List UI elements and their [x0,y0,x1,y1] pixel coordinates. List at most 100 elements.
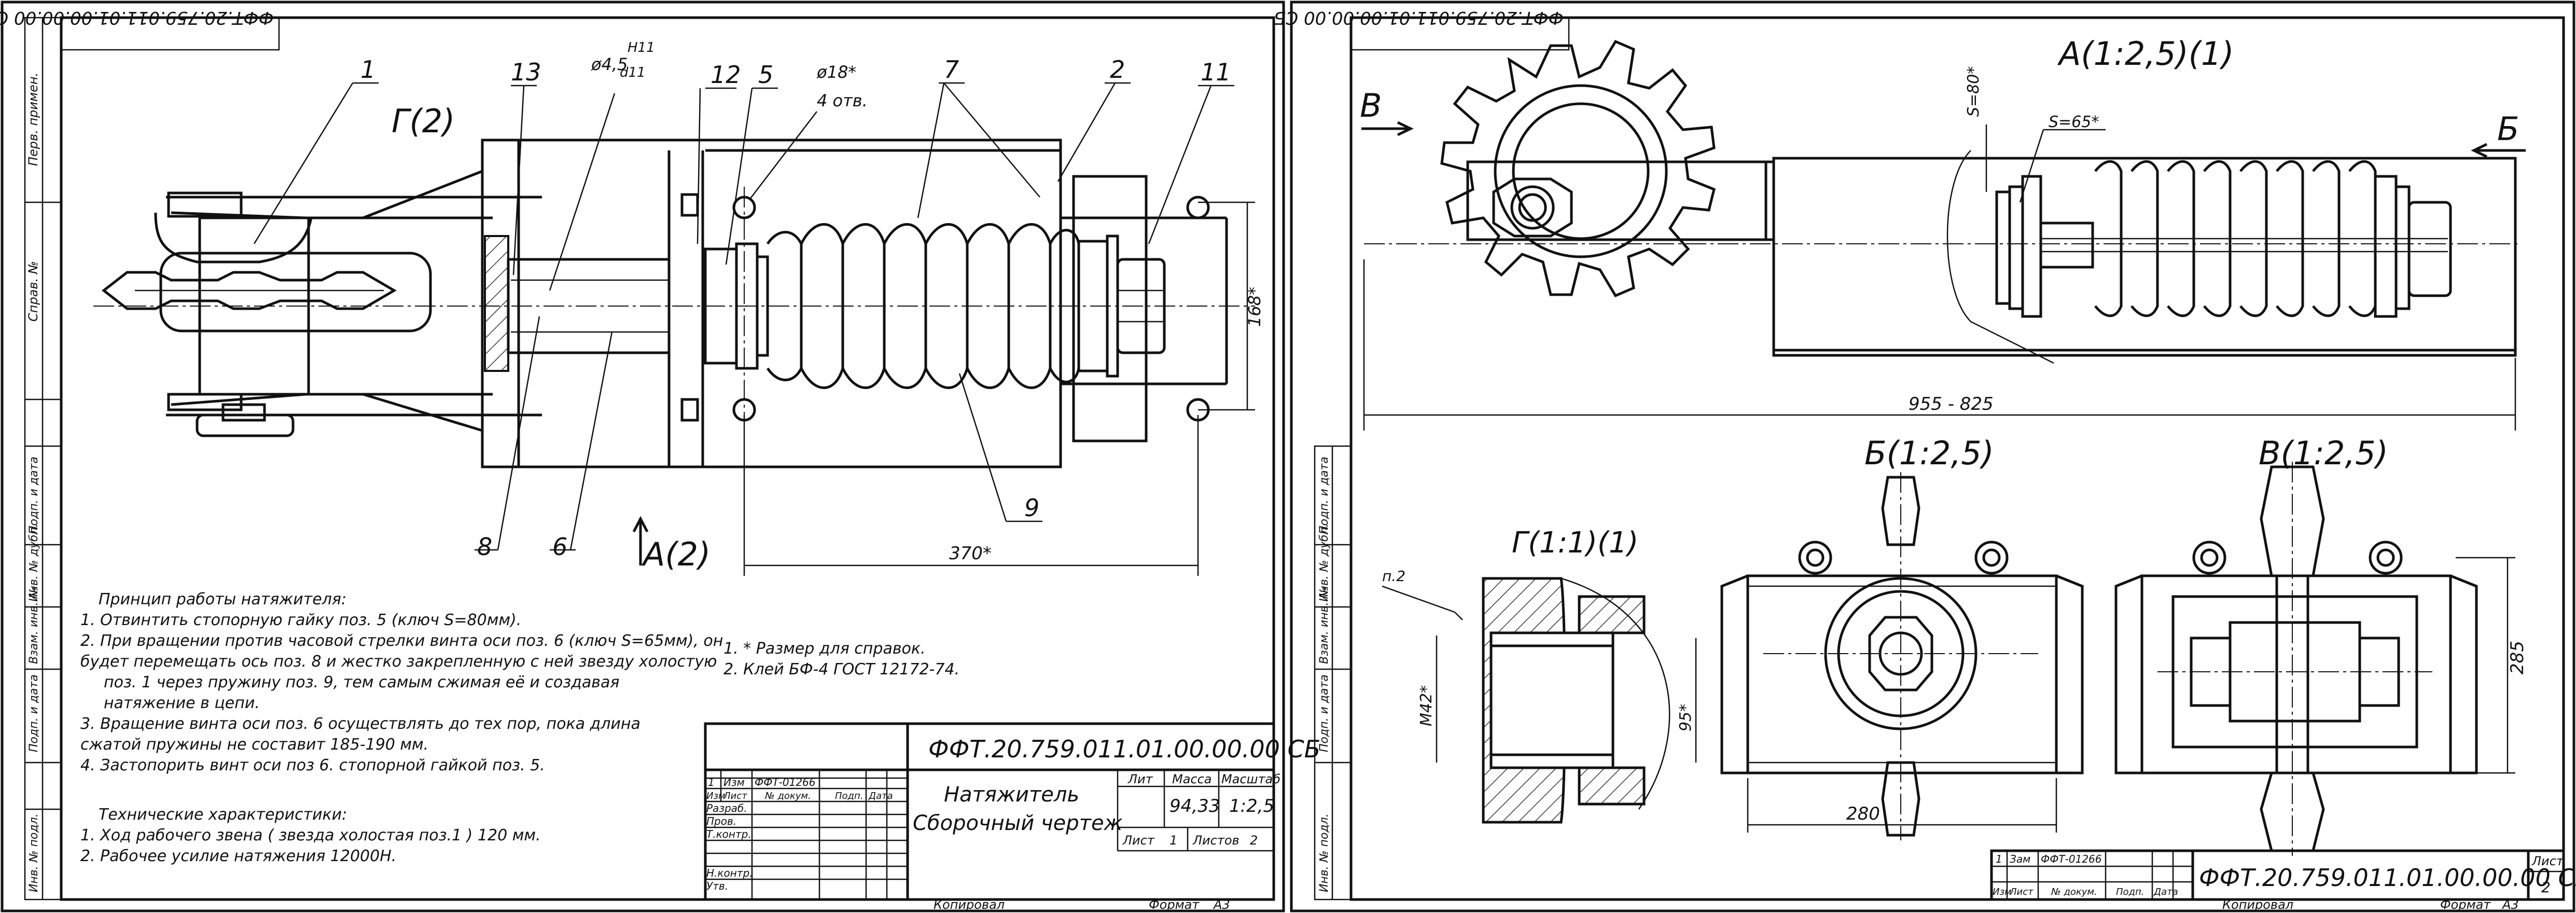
pos-5: 5 [758,61,773,89]
sheet-2-side-strip: Подп. и дата Инв. № дубл. Взам. инв. № П… [1314,445,1352,901]
format-value: А3 [1213,897,1230,912]
s2-hdr-izm: Изм [1993,887,2012,897]
s2-side-dubl: Инв. № дубл. [1318,523,1331,602]
s2-hdr-podp: Подп. [2116,887,2144,897]
view-b: Б(1:2,5) 280 [1720,434,2084,840]
role-razrab: Разраб. [706,802,747,814]
side-label-perv: Перв. примен. [26,73,40,166]
dim-phi18: ø18* [816,62,856,82]
s2-hdr-list: Лист [2009,887,2034,897]
sheet-1-rotated-stamp: ФФТ.20.759.011.01.00.00.00 СБ [0,7,280,51]
s2-side-podp1: Подп. и дата [1318,457,1331,534]
doc-number: ФФТ.20.759.011.01.00.00.00 СБ [928,735,1320,763]
s2-rotated-stamp-text: ФФТ.20.759.011.01.00.00.00 СБ [1274,7,1564,28]
tech-title: Технические характеристики: [99,806,347,824]
dim-d11: d11 [620,65,646,80]
s2-side-podl: Инв. № подл. [1318,813,1331,892]
sheet-2: Подп. и дата Инв. № дубл. Взам. инв. № П… [1274,1,2576,912]
rotated-stamp-text: ФФТ.20.759.011.01.00.00.00 СБ [0,7,274,28]
hdr-podp: Подп. [835,791,863,801]
dim-370: 370* [949,543,992,564]
side-label-podp1: Подп. и дата [27,457,40,534]
principle-text: Принцип работы натяжителя: 1. Отвинтить … [80,590,723,865]
label-b: Б [2497,110,2519,148]
dim-holes: 4 отв. [817,91,868,110]
dim-955-825: 955 - 825 [1909,394,1994,414]
side-label-sprav: Справ. № [26,261,40,322]
principle-line-8: 4. Застопорить винт оси поз 6. стопорной… [80,756,545,774]
s2-sheet-no: 2 [2541,879,2551,896]
tech-line-2: 2. Рабочее усилие натяжения 12000Н. [80,847,396,865]
scale-value: 1:2,5 [1229,796,1274,817]
s2-doc-number: ФФТ.20.759.011.01.00.00.00 СБ [2199,864,2576,892]
dim-285: 285 [2507,641,2528,674]
pos-2: 2 [1110,56,1125,84]
tensioner-main-view [93,139,1255,468]
pos-7: 7 [944,56,959,84]
principle-line-1: 1. Отвинтить стопорную гайку поз. 5 (клю… [80,611,521,629]
s2-hdr-date: Дата [2153,887,2178,897]
side-label-podp2: Подп. и дата [27,674,40,752]
pos-12: 12 [711,61,741,89]
view-g-title: Г(1:1)(1) [1512,526,1638,560]
notes: 1. * Размер для справок. 2. Клей БФ-4 ГО… [723,640,959,679]
pos-8: 8 [477,533,492,561]
sheet-1: Перв. примен. Справ. № Подп. и дата Инв.… [0,1,1320,912]
side-label-dubl: Инв. № дубл. [27,523,40,602]
note-1: 1. * Размер для справок. [723,640,926,658]
pos-9: 9 [1024,494,1039,522]
s2-format-label: Формат [2440,897,2491,912]
hdr-izm: Изм [706,791,726,801]
sheet-no: 1 [1169,833,1177,848]
view-a-detail: А(1:2,5)(1) В Б [1360,35,2526,431]
role-nkontr: Н.контр. [706,867,753,879]
mass-value: 94,33 [1169,796,1220,817]
role-prov: Пров. [706,815,736,827]
s2-side-vzam: Взам. инв. № [1318,587,1331,664]
principle-line-4: поз. 1 через пружину поз. 9, тем самым с… [104,673,619,691]
principle-title: Принцип работы натяжителя: [99,590,346,608]
role-tkontr: Т.контр. [706,828,751,840]
side-label-podl: Инв. № подл. [27,813,40,892]
s2-copied: Копировал [2222,897,2293,912]
note-2: 2. Клей БФ-4 ГОСТ 12172-74. [723,660,959,679]
position-leaders: 1 13 12 5 7 2 11 8 6 9 [253,56,1234,561]
pos-6: 6 [552,533,567,561]
hdr-mass: Масса [1172,772,1212,786]
hdr-scale: Масштаб [1221,772,1280,786]
title-block-sheet-1: ФФТ.20.759.011.01.00.00.00 СБ Натяжитель… [704,722,1320,912]
principle-line-5: натяжение в цепи. [104,694,260,712]
label-v: В [1360,87,1382,125]
s2-change-row: 1 [1996,853,2002,865]
principle-line-6: 3. Вращение винта оси поз. 6 осуществлят… [80,715,640,733]
dim-95: 95* [1677,704,1695,731]
dim-s65: S=65* [2049,113,2099,131]
change-row: 1 [708,776,715,789]
pos-1: 1 [360,56,375,84]
hdr-sheets: Листов [1192,833,1240,848]
dim-168: 168* [1245,287,1264,327]
sheet-1-annotations: Г(2) А(2) ø4,5 H11 d11 ø18* 4 отв. 168* … [392,40,1264,576]
sheet-2-outer-border [1290,1,2575,912]
s2-hdr-sheet: Лист [2531,854,2564,868]
view-v: В(1:2,5) 285 [2114,434,2528,856]
hdr-date: Дата [868,791,893,801]
dim-m42: М42* [1417,685,1436,726]
hdr-list: Лист [723,791,747,801]
sheets-no: 2 [1250,833,1258,848]
change-doc: ФФТ-01266 [755,776,816,789]
view-g-label: Г(2) [392,102,455,140]
s2-change-doc: ФФТ-01266 [2041,853,2102,865]
copied: Копировал [934,897,1005,912]
role-utv: Утв. [706,880,728,892]
s2-hdr-doc: № докум. [2051,887,2097,897]
view-b-title: Б(1:2,5) [1864,434,1994,472]
view-a-title: А(1:2,5)(1) [2057,35,2234,73]
hdr-doc: № докум. [764,791,811,801]
sheet-2-rotated-stamp: ФФТ.20.759.011.01.00.00.00 СБ [1274,7,1570,51]
change-word: Изм [723,776,745,789]
principle-line-7: сжатой пружины не составит 185-190 мм. [80,736,428,754]
view-g-section: Г(1:1)(1) п.2 М42* 95* [1382,526,1697,824]
view-a-label: А(2) [641,535,711,573]
